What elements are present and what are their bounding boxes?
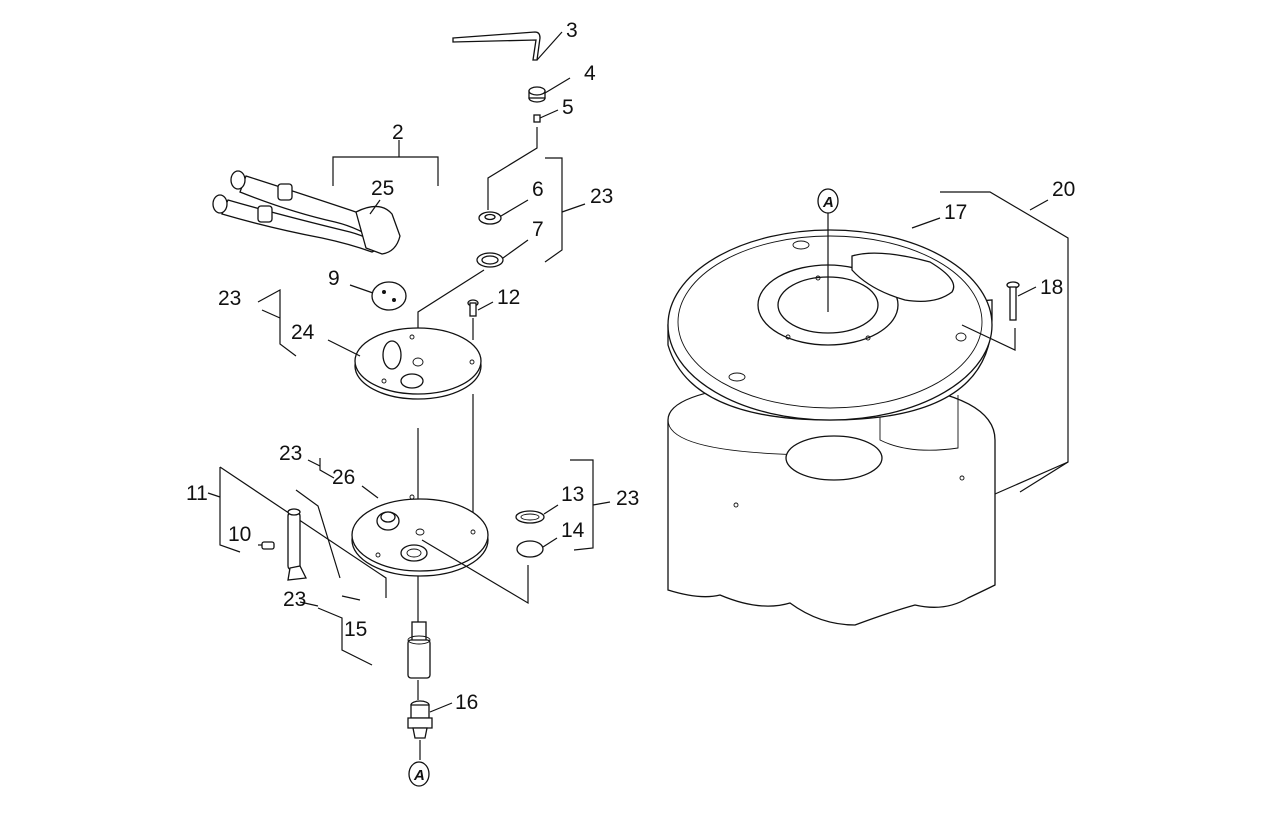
ref-mark-a-top-text: A xyxy=(822,194,834,211)
ref-mark-a-top xyxy=(817,188,839,214)
label-11: 11 xyxy=(186,482,208,505)
part-17-cover xyxy=(667,217,993,421)
label-10: 10 xyxy=(228,523,251,546)
label-14: 14 xyxy=(561,519,585,542)
part-18-bolt xyxy=(1006,281,1037,321)
label-5: 5 xyxy=(562,96,574,119)
label-16: 16 xyxy=(455,691,478,714)
label-13: 13 xyxy=(561,483,584,506)
label-12: 12 xyxy=(497,286,520,309)
label-23-upper-left: 23 xyxy=(218,287,241,310)
label-26: 26 xyxy=(332,466,355,489)
part-5-ferrule xyxy=(533,109,559,123)
part-6-washer xyxy=(478,199,529,225)
part-14-disc xyxy=(516,537,558,558)
part-7-oring xyxy=(476,239,529,268)
ref-mark-a-bottom-text: A xyxy=(413,767,425,784)
part-13-clip xyxy=(515,504,559,524)
part-15-sensor-body xyxy=(407,621,431,679)
label-23-upper-right: 23 xyxy=(590,185,613,208)
part-24-upper-plate xyxy=(327,327,482,400)
label-17: 17 xyxy=(944,201,967,224)
label-2: 2 xyxy=(392,121,404,144)
label-23-lower-right: 23 xyxy=(616,487,639,510)
part-3-bent-tube xyxy=(452,31,563,61)
ref-mark-a-bottom xyxy=(408,761,430,787)
part-9-grommet xyxy=(349,281,407,311)
label-3: 3 xyxy=(566,19,578,42)
label-24: 24 xyxy=(291,321,315,344)
label-23-lower-left: 23 xyxy=(283,588,306,611)
label-20: 20 xyxy=(1052,178,1075,201)
part-10-screw xyxy=(258,541,275,550)
part-16-fitting xyxy=(407,700,453,760)
label-15: 15 xyxy=(344,618,367,641)
part-4-nut xyxy=(528,77,571,103)
label-9: 9 xyxy=(328,267,340,290)
label-18: 18 xyxy=(1040,276,1063,299)
label-6: 6 xyxy=(532,178,544,201)
part-12-screw xyxy=(467,299,494,340)
label-4: 4 xyxy=(584,62,596,85)
part-26-lower-plate xyxy=(351,485,489,577)
part-2-hose-assembly xyxy=(212,170,401,255)
part-11-sensor xyxy=(287,489,341,581)
label-25: 25 xyxy=(371,177,394,200)
label-7: 7 xyxy=(532,218,544,241)
label-23-middle: 23 xyxy=(279,442,302,465)
